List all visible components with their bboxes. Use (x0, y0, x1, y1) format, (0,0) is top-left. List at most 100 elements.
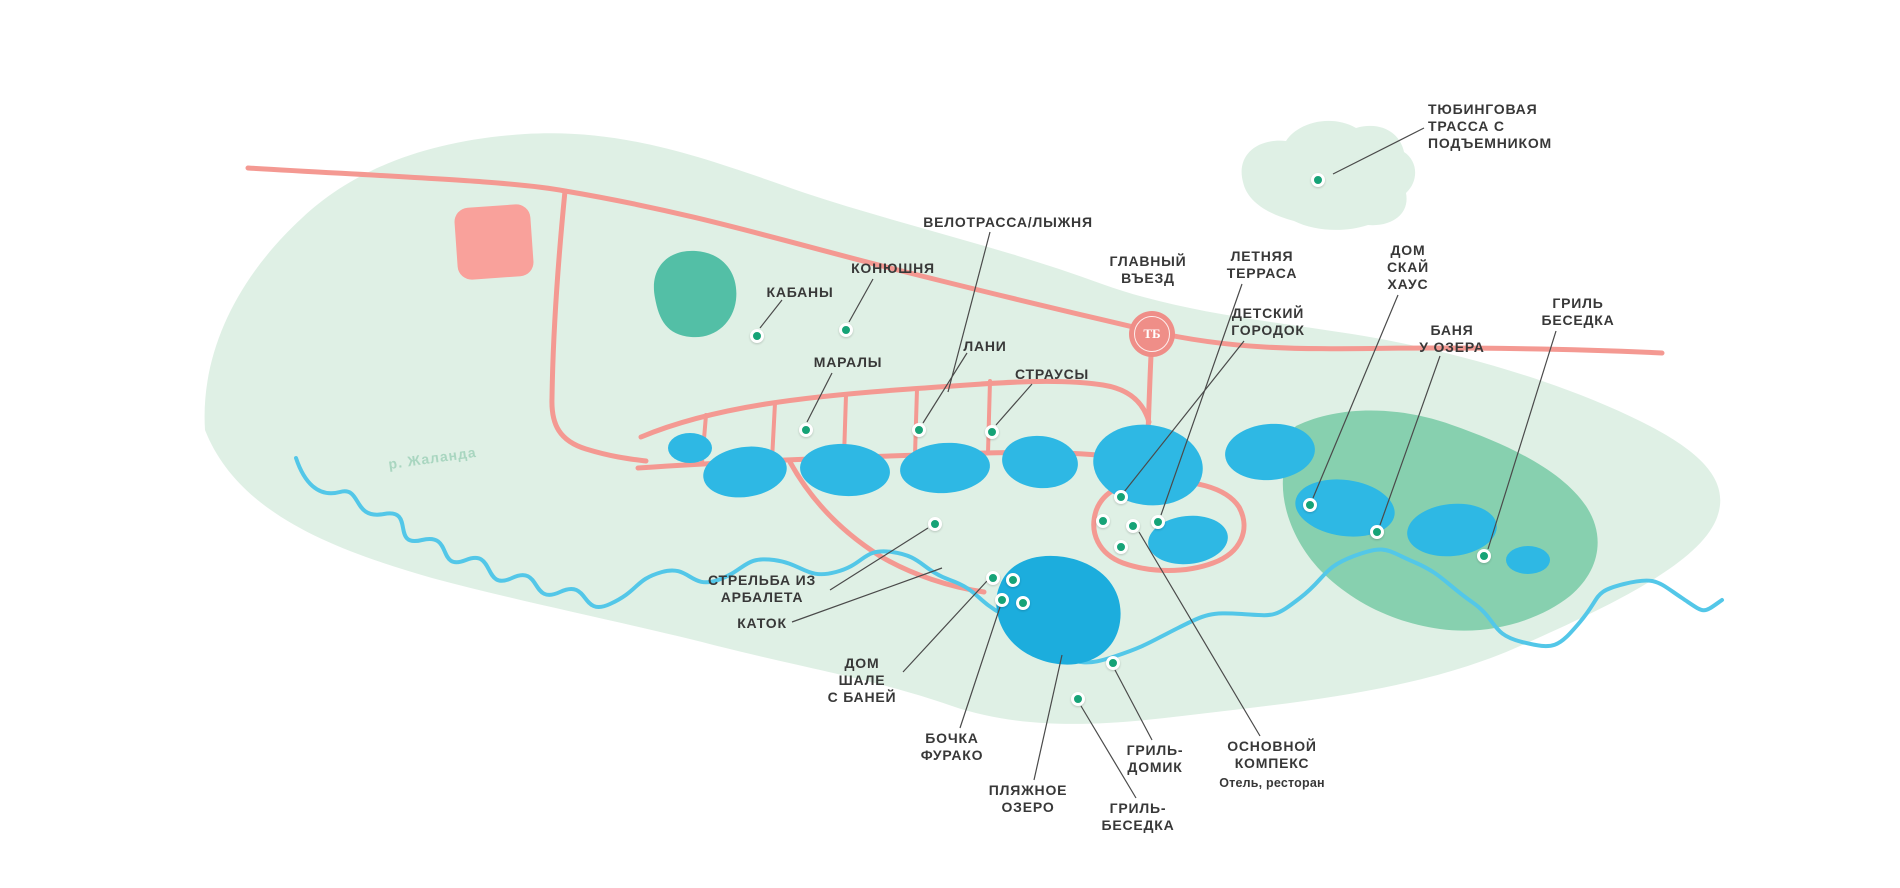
label-line: ГОРОДОК (1231, 322, 1305, 338)
marker-chalet (986, 571, 1000, 585)
leader-line (1033, 654, 1063, 781)
label-line: ГРИЛЬ- (1126, 742, 1184, 758)
leader-line (1332, 127, 1425, 175)
road-west (549, 188, 649, 464)
road-paddock-divider (986, 379, 992, 455)
label-main-complex: ОСНОВНОЙ КОМПЕКС Отель, ресторан (1219, 738, 1324, 792)
label-line: С БАНЕЙ (827, 689, 897, 705)
leader-line (902, 580, 988, 673)
lake (800, 443, 890, 497)
label-crossbow: СТРЕЛЬБА ИЗ АРБАЛЕТА (708, 572, 816, 606)
marker-chalet-area (1006, 573, 1020, 587)
label-lake-banya: БАНЯ У ОЗЕРА (1419, 322, 1484, 356)
lakes (668, 423, 1550, 665)
label-line: АРБАЛЕТА (720, 589, 804, 605)
road-paddock-top (638, 378, 1152, 440)
leader-line (1138, 531, 1261, 737)
label-line: КОНЮШНЯ (851, 260, 935, 276)
marker-complex-area-2 (1114, 540, 1128, 554)
marker-grill-gazebo-east (1477, 549, 1491, 563)
label-line: ГРИЛЬ (1552, 295, 1604, 311)
label-line: ТЕРРАСА (1226, 265, 1298, 281)
lake (1506, 546, 1550, 574)
label-line: БОЧКА (925, 730, 979, 746)
leader-line (959, 606, 1001, 729)
marker-kids-town (1114, 490, 1128, 504)
label-grill-house: ГРИЛЬ- ДОМИК (1127, 742, 1184, 776)
label-beach-lake: ПЛЯЖНОЕ ОЗЕРО (989, 782, 1068, 816)
leader-line (1114, 669, 1153, 741)
marker-main-complex (1126, 519, 1140, 533)
label-line: ЛЕТНЯЯ (1230, 248, 1294, 264)
leader-lines (759, 127, 1557, 799)
label-line: ГЛАВНЫЙ (1109, 253, 1187, 269)
marker-tubing (1311, 173, 1325, 187)
label-line: ДОМ (844, 655, 880, 671)
marker-grill-gazebo-south (1071, 692, 1085, 706)
label-line: ГРИЛЬ- (1109, 800, 1167, 816)
beach-lake-shape (996, 555, 1121, 665)
tubing-hill-shape (1241, 120, 1416, 230)
label-grill-gazebo-south: ГРИЛЬ- БЕСЕДКА (1101, 800, 1174, 834)
label-rink: КАТОК (737, 615, 787, 632)
label-line: ОСНОВНОЙ (1227, 738, 1317, 754)
marker-complex-area-1 (1096, 514, 1110, 528)
marker-sky-house (1303, 498, 1317, 512)
marker-summer-terrace (1151, 515, 1165, 529)
label-line: ВЪЕЗД (1121, 270, 1175, 286)
marker-stable (839, 323, 853, 337)
label-stable: КОНЮШНЯ (851, 260, 935, 277)
marker-fallow-deer (912, 423, 926, 437)
leader-line (922, 352, 968, 424)
label-line: ДОМИК (1127, 759, 1183, 775)
leader-line (1487, 330, 1557, 550)
leader-line (848, 278, 874, 323)
main-entrance-logo-text: ТБ (1143, 326, 1161, 341)
label-furako: БОЧКА ФУРАКО (921, 730, 984, 764)
road-main (245, 165, 1665, 356)
lake (1148, 515, 1228, 565)
label-line: ТРАССА С (1428, 118, 1505, 134)
label-summer-terrace: ЛЕТНЯЯ ТЕРРАСА (1227, 248, 1298, 282)
label-line: ШАЛЕ (838, 672, 886, 688)
leader-line (1312, 294, 1399, 499)
lake (1002, 435, 1078, 489)
label-line: ДЕТСКИЙ (1231, 305, 1305, 321)
lake (900, 442, 990, 494)
label-fallow-deer: ЛАНИ (963, 338, 1006, 355)
leader-line (1080, 705, 1137, 799)
label-line: ОЗЕРО (1001, 799, 1055, 815)
label-line: ЛАНИ (963, 338, 1007, 354)
leader-line (806, 372, 833, 423)
marker-ostriches (985, 425, 999, 439)
label-line: БАНЯ (1430, 322, 1474, 338)
marker-boars (750, 329, 764, 343)
label-line: БЕСЕДКА (1541, 312, 1615, 328)
road-paddock-divider (770, 401, 777, 462)
label-line: ПЛЯЖНОЕ (988, 782, 1068, 798)
marker-furako-area (1016, 596, 1030, 610)
label-line: БЕСЕДКА (1101, 817, 1175, 833)
label-line: КАТОК (737, 615, 787, 631)
label-line: ФУРАКО (920, 747, 984, 763)
label-main-entrance: ГЛАВНЫЙ ВЪЕЗД (1109, 253, 1186, 287)
label-line: ВЕЛОТРАССА/ЛЫЖНЯ (923, 214, 1093, 230)
leader-line (947, 231, 991, 393)
lake (668, 433, 712, 463)
leader-line (1379, 355, 1441, 526)
marker-lake-banya (1370, 525, 1384, 539)
leader-line (791, 567, 943, 623)
label-chalet: ДОМ ШАЛЕ С БАНЕЙ (828, 655, 897, 706)
lake (1407, 503, 1497, 557)
label-line: СТРАУСЫ (1014, 366, 1090, 382)
label-boars: КАБАНЫ (767, 284, 834, 301)
main-entrance-logo: ТБ (1129, 311, 1175, 357)
label-line: У ОЗЕРА (1419, 339, 1485, 355)
label-line: ДОМ (1390, 242, 1426, 258)
label-deer: МАРАЛЫ (814, 354, 883, 371)
road-complex-loop (1091, 478, 1247, 573)
forest-shape (653, 250, 737, 338)
label-line: КАБАНЫ (766, 284, 834, 300)
pink-building-block (454, 204, 534, 280)
